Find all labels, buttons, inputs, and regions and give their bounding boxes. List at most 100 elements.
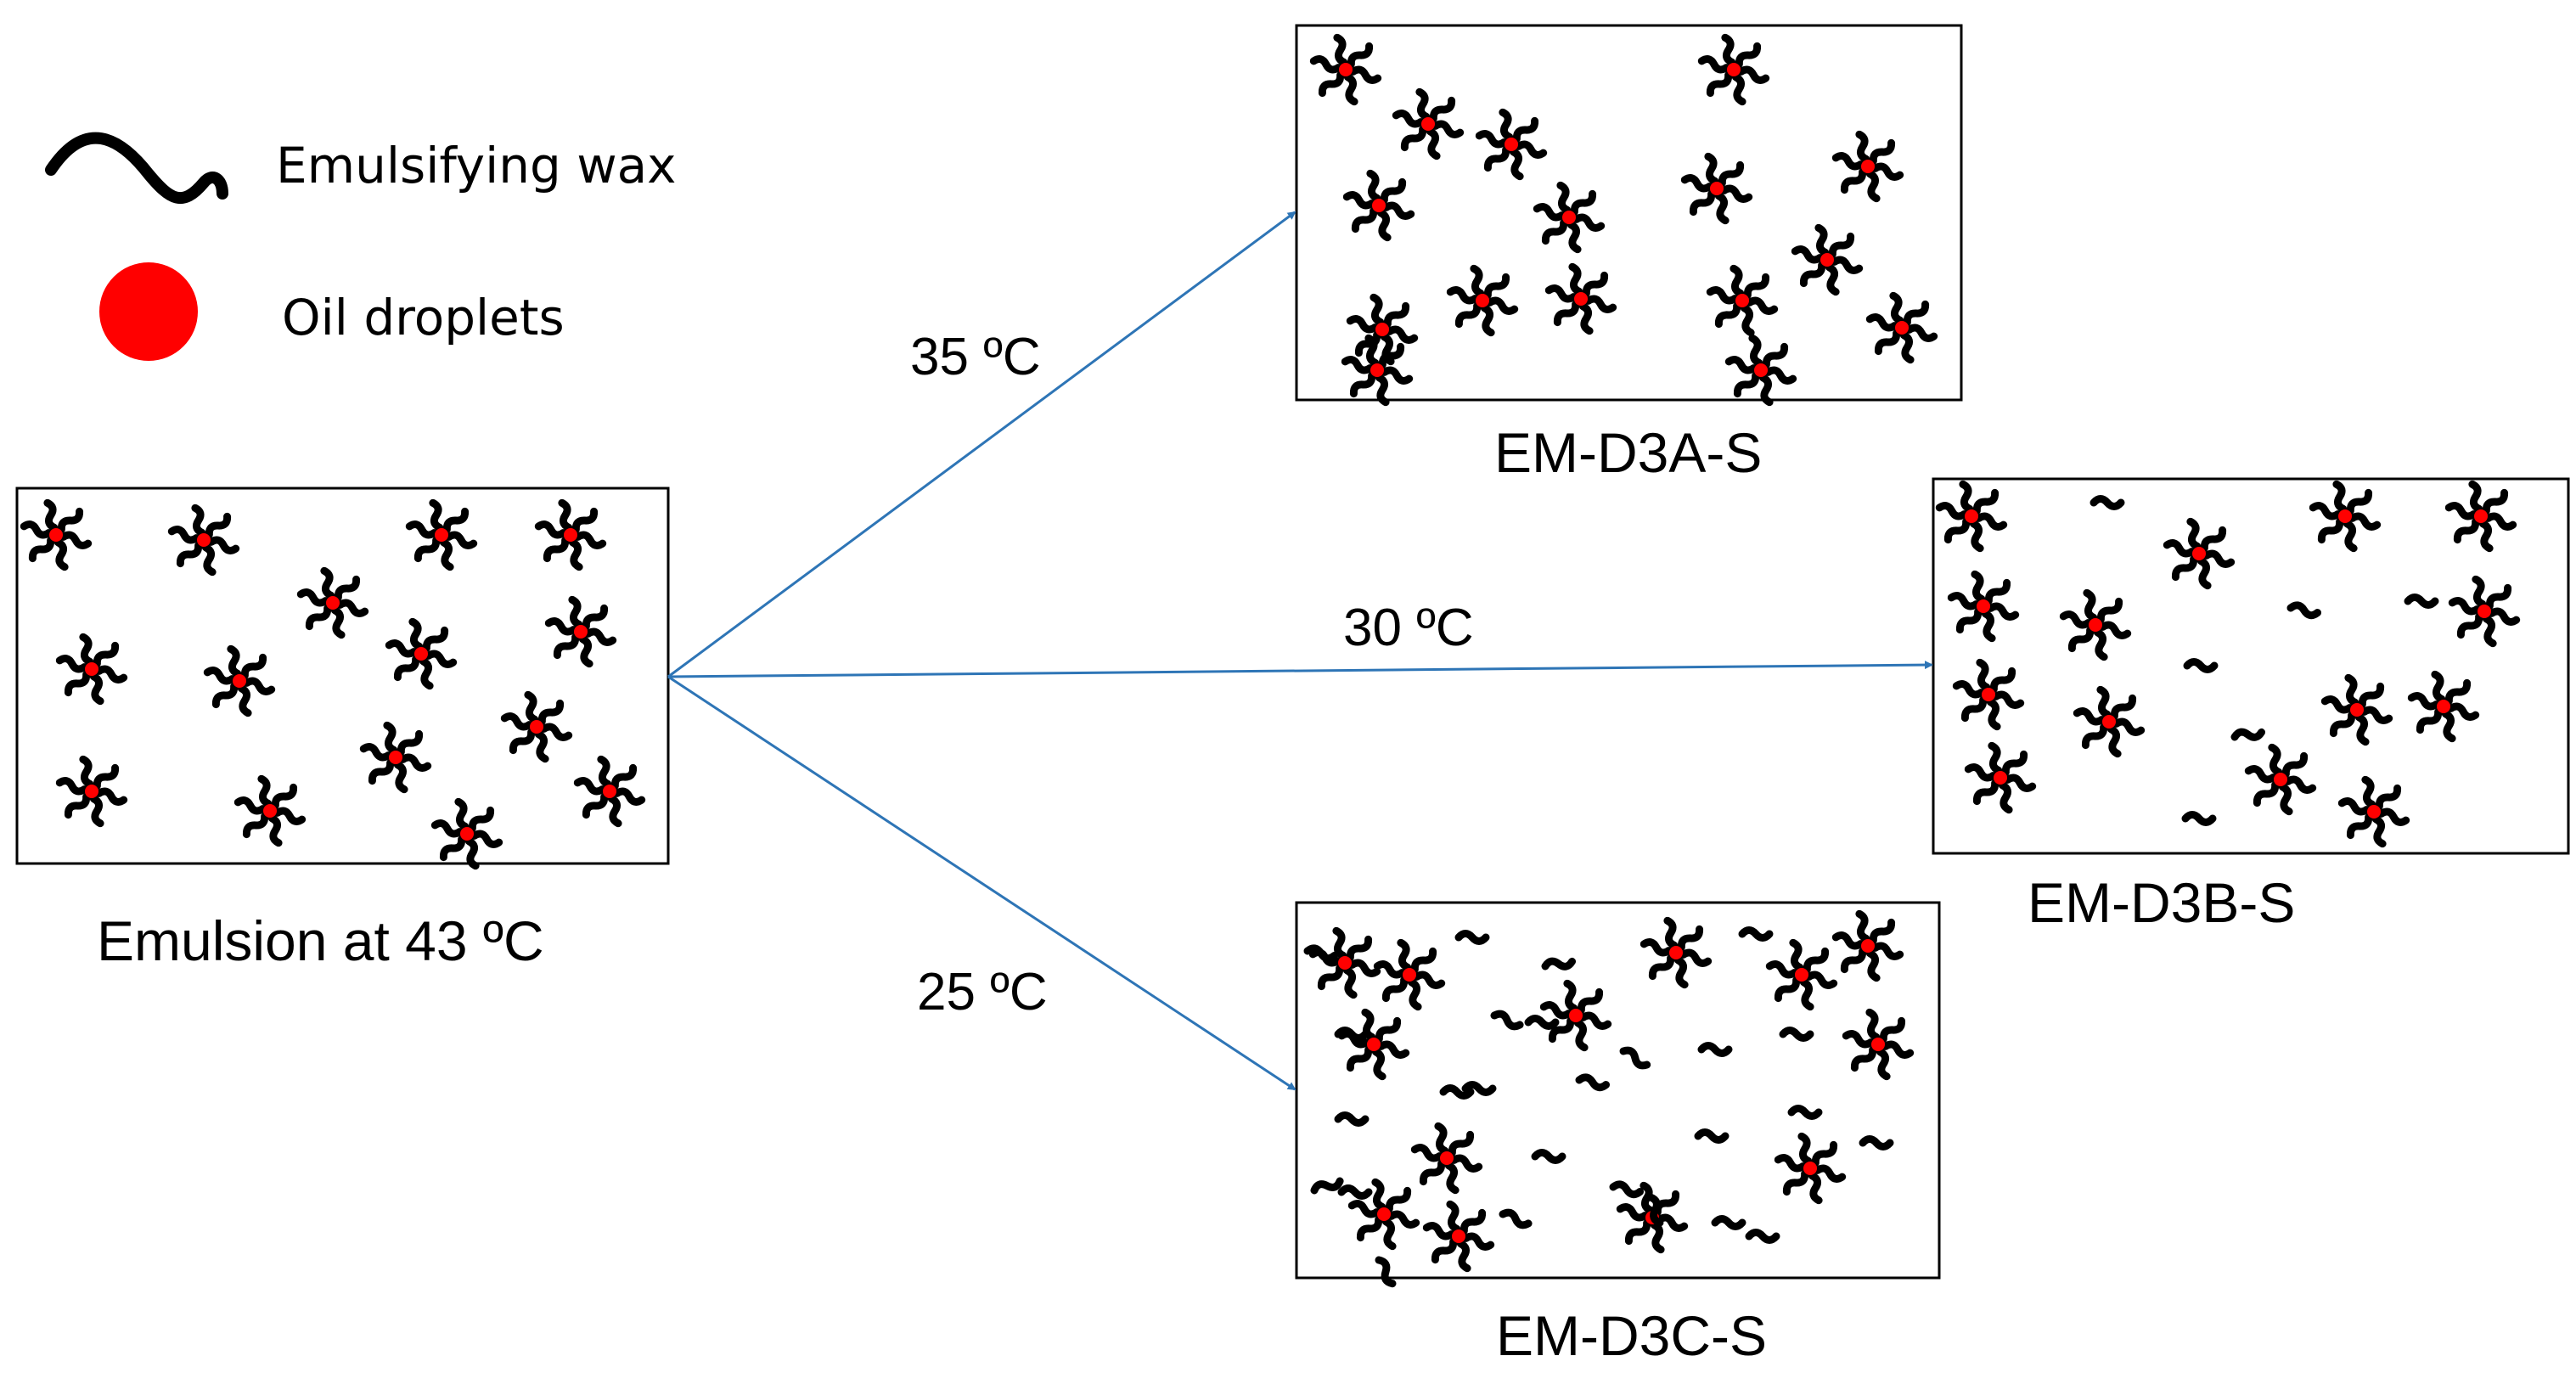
oil-droplet xyxy=(85,662,98,676)
start-micelle-3 xyxy=(405,498,478,571)
start-micelle-13 xyxy=(55,755,128,828)
arrow-to-em-d3a-s xyxy=(667,211,1296,678)
legend-oil-label: Oil droplets xyxy=(282,289,565,346)
em-d3c-s-micelle-4 xyxy=(1765,938,1838,1011)
free-wax-layer xyxy=(1303,495,2439,1288)
em-d3b-s-micelle-6 xyxy=(2059,588,2132,661)
oil-droplet xyxy=(2192,547,2206,560)
start-micelle-4 xyxy=(534,498,607,571)
em-d3c-s-micelle-5 xyxy=(1831,909,1904,982)
micelle-layer xyxy=(20,33,2521,1273)
em-d3a-s-micelle-3 xyxy=(1475,108,1548,181)
oil-droplet xyxy=(530,720,543,734)
oil-droplet xyxy=(1476,294,1489,307)
em-d3b-s-micelle-13 xyxy=(2244,743,2317,816)
start-micelle-14 xyxy=(233,774,307,847)
em-d3c-s-micelle-7 xyxy=(1539,979,1612,1052)
em-d3c-s-micelle-9 xyxy=(1410,1122,1483,1195)
em-d3c-s-micelle-10 xyxy=(1347,1178,1420,1251)
oil-droplet xyxy=(1403,968,1416,982)
em-d3c-s-free-wax-17 xyxy=(1337,1184,1373,1200)
em-d3c-s-free-wax-13 xyxy=(1334,1111,1370,1127)
oil-droplet xyxy=(1669,946,1683,959)
oil-droplet xyxy=(1505,138,1518,151)
em-d3b-s-free-wax-4 xyxy=(2183,658,2219,673)
oil-droplet xyxy=(1754,363,1768,377)
oil-droplet xyxy=(1569,1009,1583,1022)
start-micelle-6 xyxy=(385,617,458,690)
oil-droplet xyxy=(2350,703,2364,717)
oil-droplet xyxy=(435,528,448,542)
em-d3c-s-free-wax-18 xyxy=(1531,1149,1566,1164)
oil-droplet xyxy=(1367,1038,1381,1051)
em-d3b-s-micelle-8 xyxy=(1952,658,2025,731)
em-d3c-s-free-wax-26 xyxy=(1646,1193,1664,1227)
legend-wax-label: Emulsifying wax xyxy=(276,137,677,194)
start-micelle-11 xyxy=(359,721,432,794)
start-micelle-12 xyxy=(573,755,646,828)
oil-droplet xyxy=(2437,700,2450,713)
em-d3b-s-label: EM-D3B-S xyxy=(2028,871,2296,934)
em-d3c-s-free-wax-10 xyxy=(1439,1084,1475,1100)
oil-droplet xyxy=(263,804,277,818)
oil-droplet xyxy=(2338,509,2352,523)
em-d3b-s-free-wax-6 xyxy=(2181,811,2217,826)
start-micelle-15 xyxy=(430,797,503,870)
oil-droplet xyxy=(233,674,246,688)
oil-droplet xyxy=(2478,605,2491,618)
em-d3c-s-micelle-3 xyxy=(1640,916,1713,989)
em-d3c-s-free-wax-12 xyxy=(1779,1027,1814,1042)
em-d3b-s-micelle-9 xyxy=(2073,685,2146,758)
em-d3a-s-micelle-13 xyxy=(1706,264,1779,337)
oil-droplet xyxy=(414,647,428,661)
oil-droplet xyxy=(1370,363,1384,377)
em-d3a-s-micelle-5 xyxy=(1831,130,1904,203)
em-d3c-s-free-wax-6 xyxy=(1334,1027,1370,1042)
em-d3c-s-free-wax-5 xyxy=(1738,926,1774,942)
oil-droplet xyxy=(2474,509,2488,523)
oil-droplet xyxy=(1994,771,2007,785)
oil-droplet xyxy=(1421,117,1435,131)
start-micelle-5 xyxy=(296,566,369,639)
em-d3c-s-micelle-11 xyxy=(1422,1200,1495,1273)
oil-droplet xyxy=(1727,63,1741,76)
em-d3a-s-micelle-12 xyxy=(1544,262,1617,335)
oil-droplet xyxy=(1820,253,1834,267)
oil-droplet xyxy=(460,827,474,841)
oil-droplet xyxy=(1339,63,1353,76)
em-d3c-s-micelle-8 xyxy=(1842,1008,1915,1081)
em-d3a-s-micelle-8 xyxy=(1680,152,1753,225)
em-d3c-s-free-wax-23 xyxy=(1711,1215,1746,1230)
em-d3b-s-micelle-12 xyxy=(1964,741,2037,814)
oil-droplet xyxy=(1871,1038,1885,1051)
em-d3b-s-free-wax-2 xyxy=(2286,601,2322,620)
em-d3b-s-free-wax-1 xyxy=(2089,495,2125,510)
em-d3b-s-box xyxy=(1932,477,2570,855)
oil-droplet xyxy=(1861,160,1875,173)
em-d3b-s-micelle-14 xyxy=(2337,775,2410,848)
em-d3a-s-micelle-7 xyxy=(1533,181,1606,254)
em-d3c-s-free-wax-16 xyxy=(1787,1105,1823,1120)
em-d3b-s-free-wax-3 xyxy=(2404,594,2439,609)
em-d3c-s-free-wax-4 xyxy=(1490,1010,1524,1031)
oil-droplet xyxy=(574,625,588,639)
em-d3b-s-micelle-3 xyxy=(2309,480,2382,553)
oil-droplet xyxy=(1562,211,1576,224)
em-d3a-s-micelle-14 xyxy=(1865,291,1938,364)
oil-droplet xyxy=(1735,294,1749,307)
start-label: Emulsion at 43 ºC xyxy=(97,909,544,972)
em-d3b-s-micelle-10 xyxy=(2320,673,2393,746)
em-d3c-s-free-wax-19 xyxy=(1859,1135,1894,1151)
oil-droplet xyxy=(2102,715,2116,729)
em-d3b-s-free-wax-5 xyxy=(2230,728,2266,741)
em-d3c-s-free-wax-20 xyxy=(1310,1177,1344,1195)
oil-droplet xyxy=(389,751,402,764)
oil-droplet xyxy=(2367,805,2381,819)
em-d3c-s-free-wax-2 xyxy=(1454,930,1490,945)
em-d3c-s-free-wax-9 xyxy=(1697,1042,1733,1057)
temp-label-25c: 25 ºC xyxy=(917,963,1048,1021)
start-micelle-8 xyxy=(55,633,128,706)
em-d3a-s-micelle-9 xyxy=(1791,223,1864,296)
oil-droplet xyxy=(1710,182,1724,195)
oil-droplet xyxy=(1375,323,1389,336)
